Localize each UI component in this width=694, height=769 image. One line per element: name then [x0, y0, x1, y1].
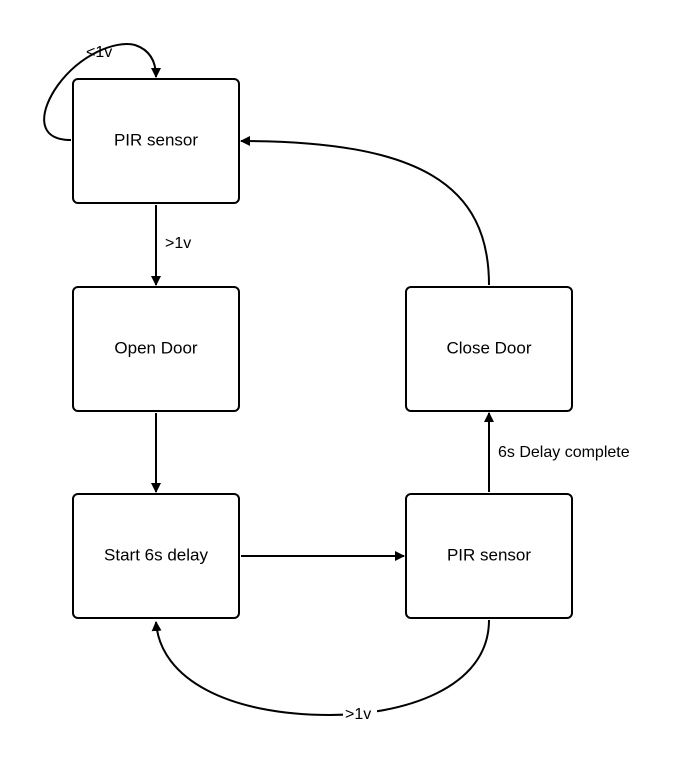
node-start-delay: Start 6s delay — [72, 493, 240, 619]
node-pir-sensor-bottom: PIR sensor — [405, 493, 573, 619]
node-open-door-label: Open Door — [114, 338, 197, 357]
node-close-door-label: Close Door — [446, 338, 531, 357]
node-pir-sensor-bottom-label: PIR sensor — [447, 545, 531, 564]
node-open-door: Open Door — [72, 286, 240, 412]
node-close-door: Close Door — [405, 286, 573, 412]
edge-pir-to-open-label: >1v — [165, 235, 191, 252]
edge-self-loop — [43, 43, 161, 141]
edge-bottom-loop — [151, 619, 490, 717]
node-pir-sensor-top: PIR sensor — [72, 78, 240, 204]
edge-bottom-loop-label: >1v — [345, 706, 371, 723]
edge-self-loop-label: <1v — [86, 44, 112, 61]
node-pir-sensor-top-label: PIR sensor — [114, 130, 198, 149]
edge-delay-complete-label: 6s Delay complete — [498, 444, 630, 461]
edge-bottom-loop-label-bg — [343, 703, 377, 723]
edge-close-to-pir — [240, 136, 490, 286]
node-start-delay-label: Start 6s delay — [104, 545, 208, 564]
